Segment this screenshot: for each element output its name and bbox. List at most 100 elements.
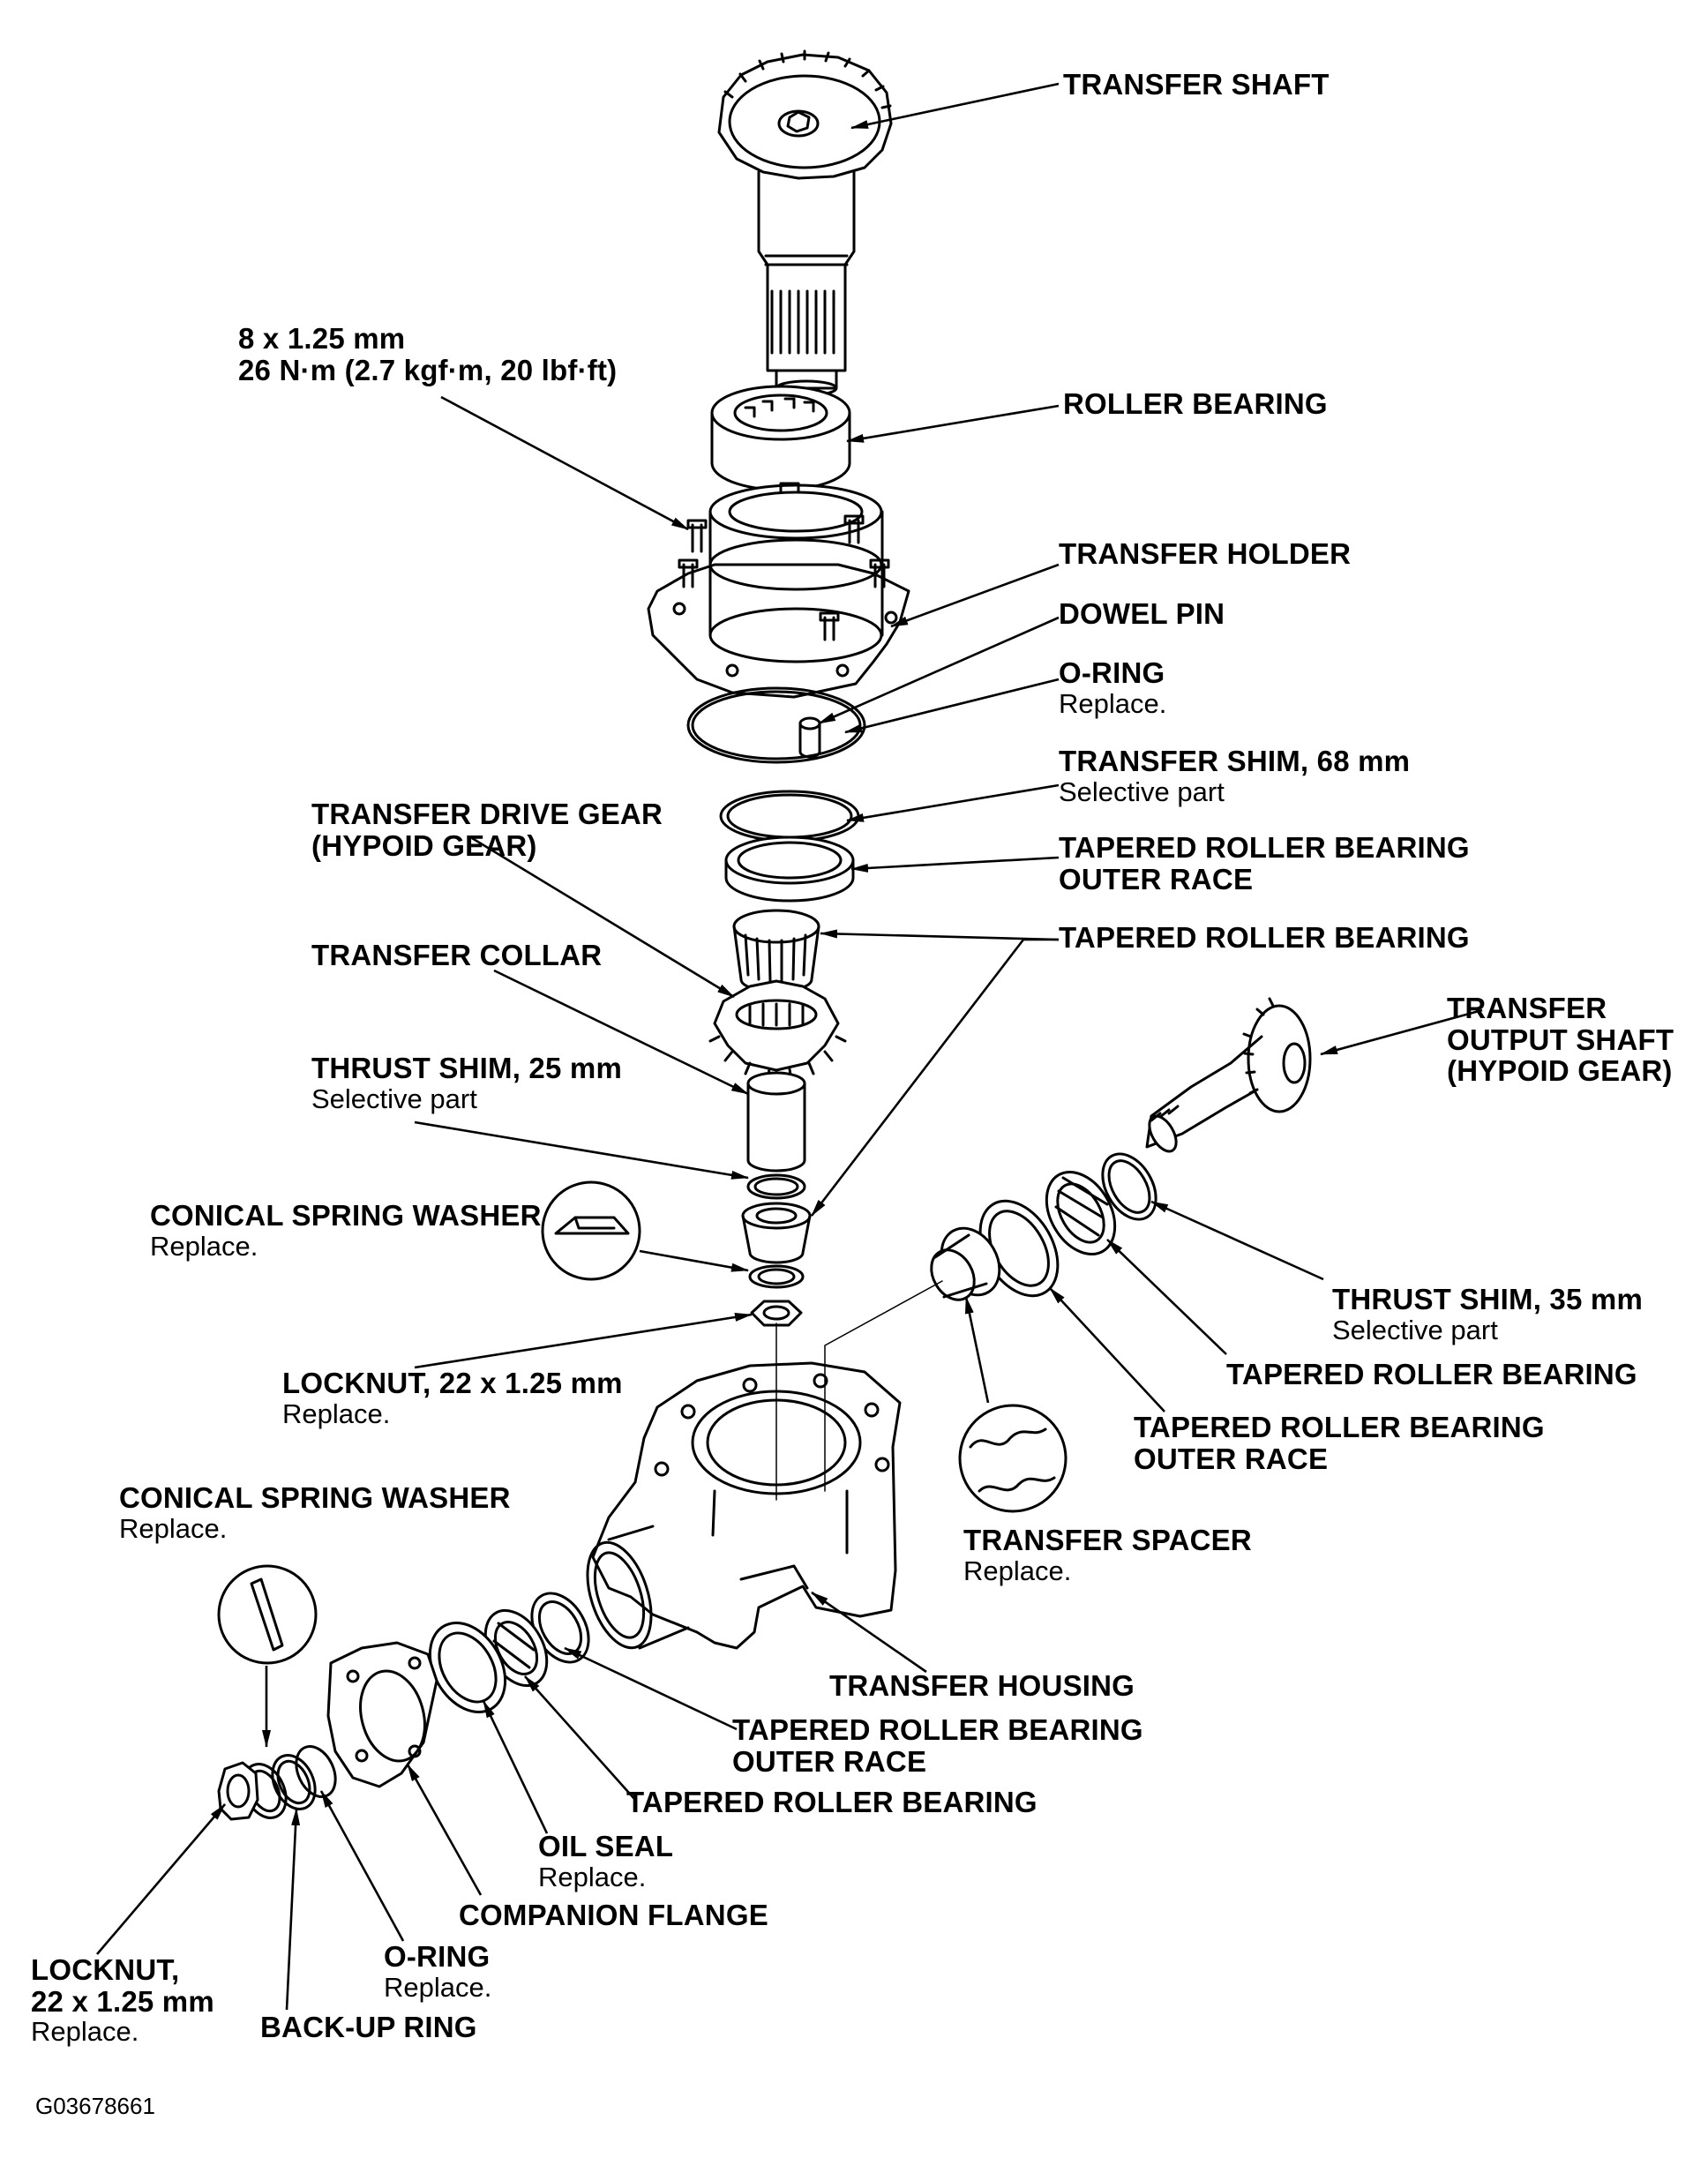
label-transfer-shaft: TRANSFER SHAFT — [1063, 69, 1330, 101]
label-text: DOWEL PIN — [1059, 597, 1225, 630]
conical-washer-detail-bottom — [217, 1564, 318, 1665]
label-o-ring-top: O-RING Replace. — [1059, 657, 1166, 718]
label-backup-ring: BACK-UP RING — [260, 2012, 477, 2043]
label-thrust-shim-25: THRUST SHIM, 25 mm Selective part — [311, 1053, 622, 1113]
label-note: Replace. — [282, 1397, 391, 1429]
label-note: Replace. — [1059, 687, 1167, 719]
leader-lines — [96, 82, 1483, 2011]
label-text: TAPERED ROLLER BEARING — [626, 1786, 1038, 1818]
label-text: LOCKNUT, — [31, 1953, 180, 1986]
label-text-3: (HYPOID GEAR) — [1447, 1054, 1673, 1088]
dowel-pin-part — [798, 716, 821, 759]
label-transfer-collar: TRANSFER COLLAR — [311, 940, 602, 971]
label-locknut-top: LOCKNUT, 22 x 1.25 mm Replace. — [282, 1367, 623, 1428]
label-note: Replace. — [31, 2016, 139, 2048]
label-text: TAPERED ROLLER BEARING — [1226, 1358, 1637, 1390]
label-transfer-holder: TRANSFER HOLDER — [1059, 538, 1351, 570]
label-text: CONICAL SPRING WASHER — [150, 1199, 542, 1232]
label-text: TRANSFER SHIM, 68 mm — [1059, 745, 1411, 777]
label-text-2: OUTER RACE — [1134, 1442, 1329, 1475]
label-text: COMPANION FLANGE — [459, 1899, 768, 1931]
transfer-drive-gear-part — [708, 979, 847, 1082]
thrust-shim-35-part — [1101, 1152, 1157, 1221]
label-text: LOCKNUT, 22 x 1.25 mm — [282, 1367, 623, 1399]
label-outer-race-right: TAPERED ROLLER BEARING OUTER RACE — [1134, 1412, 1545, 1474]
transfer-spacer-detail — [958, 1404, 1068, 1513]
label-bolt-spec: 8 x 1.25 mm 26 N·m (2.7 kgf·m, 20 lbf·ft… — [238, 323, 617, 386]
label-text: O-RING — [384, 1940, 491, 1973]
label-note: Selective part — [1059, 776, 1225, 807]
label-text: THRUST SHIM, 25 mm — [311, 1052, 622, 1084]
label-text: CONICAL SPRING WASHER — [119, 1481, 511, 1514]
label-note: Replace. — [963, 1555, 1072, 1586]
bolt-torque-text: 26 N·m (2.7 kgf·m, 20 lbf·ft) — [238, 353, 618, 386]
tapered-bearing-mid-part — [741, 1202, 812, 1264]
label-note: Replace. — [119, 1512, 228, 1544]
label-text: TAPERED ROLLER BEARING — [732, 1713, 1143, 1746]
backup-ring-part — [271, 1754, 317, 1810]
conical-washer-top-part — [748, 1264, 805, 1289]
label-o-ring-bottom: O-RING Replace. — [384, 1941, 491, 2002]
conical-washer-detail-top — [541, 1180, 641, 1281]
label-text: TAPERED ROLLER BEARING — [1134, 1411, 1545, 1443]
label-roller-bearing: ROLLER BEARING — [1063, 388, 1328, 420]
holder-bolts — [678, 514, 890, 641]
label-note: Replace. — [150, 1230, 258, 1262]
label-conical-washer-bottom: CONICAL SPRING WASHER Replace. — [119, 1482, 511, 1543]
label-text: TRANSFER — [1447, 992, 1607, 1024]
label-locknut-bottom: LOCKNUT, 22 x 1.25 mm Replace. — [31, 1954, 214, 2047]
roller-bearing-part — [710, 385, 851, 491]
oil-seal-part — [428, 1622, 507, 1713]
transfer-collar-part — [746, 1071, 806, 1173]
label-text-2: (HYPOID GEAR) — [311, 828, 537, 862]
label-text-2: OUTPUT SHAFT — [1447, 1023, 1674, 1056]
label-text-2: 22 x 1.25 mm — [31, 1984, 214, 2018]
label-text: TRANSFER DRIVE GEAR — [311, 798, 663, 830]
locknut-bottom-part — [217, 1761, 259, 1821]
transfer-shim-68-part — [719, 790, 860, 843]
label-text: TRANSFER COLLAR — [311, 939, 603, 971]
label-tapered-bearing-top: TAPERED ROLLER BEARING — [1059, 922, 1470, 954]
label-transfer-drive-gear: TRANSFER DRIVE GEAR (HYPOID GEAR) — [311, 798, 663, 861]
transfer-shaft-part — [717, 49, 893, 397]
label-text: O-RING — [1059, 656, 1165, 689]
tapered-bearing-top-part — [732, 909, 820, 993]
label-text: TAPERED ROLLER BEARING — [1059, 921, 1470, 954]
companion-flange-part — [326, 1641, 438, 1788]
thrust-shim-25-part — [746, 1173, 806, 1200]
label-tapered-bearing-right: TAPERED ROLLER BEARING — [1226, 1359, 1637, 1390]
label-conical-washer-top: CONICAL SPRING WASHER Replace. — [150, 1200, 542, 1261]
label-text-2: OUTER RACE — [732, 1744, 927, 1778]
label-outer-race-top: TAPERED ROLLER BEARING OUTER RACE — [1059, 832, 1470, 895]
label-text: BACK-UP RING — [260, 2011, 477, 2043]
o-ring-top-part — [686, 686, 866, 764]
transfer-holder-part — [647, 482, 910, 699]
figure-code: G03678661 — [35, 2093, 155, 2119]
label-dowel-pin: DOWEL PIN — [1059, 598, 1225, 630]
label-output-shaft: TRANSFER OUTPUT SHAFT (HYPOID GEAR) — [1447, 993, 1674, 1087]
label-text: ROLLER BEARING — [1063, 387, 1328, 420]
outer-race-top-part — [724, 835, 855, 903]
label-note: Replace. — [384, 1971, 492, 2003]
label-text: TRANSFER HOLDER — [1059, 537, 1352, 570]
label-oil-seal: OIL SEAL Replace. — [538, 1831, 673, 1892]
output-shaft-part — [1145, 997, 1312, 1153]
label-text: OIL SEAL — [538, 1830, 674, 1862]
label-text: TRANSFER HOUSING — [829, 1669, 1135, 1702]
tapered-bearing-right-part — [1045, 1170, 1117, 1256]
label-transfer-housing: TRANSFER HOUSING — [829, 1670, 1135, 1702]
label-text-2: OUTER RACE — [1059, 862, 1254, 895]
label-text: TRANSFER SHAFT — [1063, 68, 1330, 101]
label-text: TAPERED ROLLER BEARING — [1059, 831, 1470, 864]
label-note: Replace. — [538, 1861, 647, 1892]
label-outer-race-bottom: TAPERED ROLLER BEARING OUTER RACE — [732, 1714, 1143, 1777]
transfer-housing-part — [586, 1361, 902, 1650]
label-companion-flange: COMPANION FLANGE — [459, 1899, 768, 1931]
label-thrust-shim-35: THRUST SHIM, 35 mm Selective part — [1332, 1284, 1643, 1345]
label-note: Selective part — [1332, 1314, 1498, 1345]
label-transfer-shim-68: TRANSFER SHIM, 68 mm Selective part — [1059, 746, 1410, 806]
label-note: Selective part — [311, 1083, 477, 1114]
label-transfer-spacer: TRANSFER SPACER Replace. — [963, 1525, 1252, 1585]
label-text: TRANSFER SPACER — [963, 1524, 1252, 1556]
